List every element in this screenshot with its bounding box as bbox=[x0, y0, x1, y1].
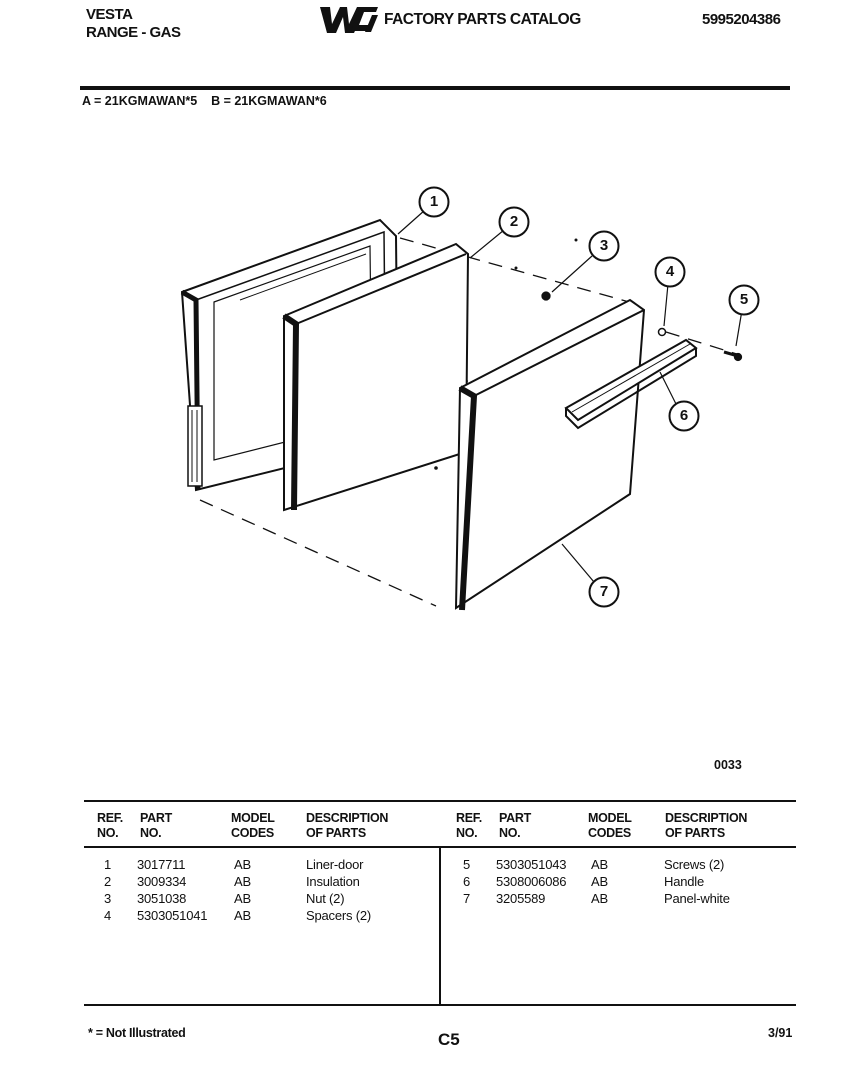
part-handle bbox=[564, 338, 698, 430]
table-top-rule bbox=[84, 800, 796, 802]
callout-4: 4 bbox=[654, 256, 686, 288]
right-col-ref: 5 6 7 bbox=[463, 857, 471, 906]
part-screw bbox=[723, 350, 743, 362]
left-col-part: 3017711 3009334 3051038 5303051041 bbox=[137, 857, 208, 923]
part-nut bbox=[541, 291, 551, 301]
header-rule bbox=[80, 86, 790, 90]
right-col-desc: Screws (2) Handle Panel-white bbox=[664, 857, 730, 906]
wci-logo bbox=[320, 7, 378, 33]
brand-name: VESTA bbox=[86, 6, 133, 23]
catalog-title: FACTORY PARTS CATALOG bbox=[384, 11, 581, 28]
table-row: 3 bbox=[104, 891, 112, 906]
left-col-code: AB AB AB AB bbox=[234, 857, 251, 923]
revision-date: 3/91 bbox=[768, 1026, 793, 1040]
left-col-ref: 1 2 3 4 bbox=[104, 856, 111, 924]
callout-3: 3 bbox=[588, 230, 620, 262]
part-insulation bbox=[282, 242, 470, 512]
product-category: RANGE - GAS bbox=[86, 24, 181, 41]
col-header-ref-right: REF.NO. bbox=[456, 811, 482, 840]
page-code: C5 bbox=[438, 1030, 460, 1049]
figure-code: 0033 bbox=[714, 758, 742, 772]
exploded-parts-diagram bbox=[180, 209, 743, 611]
table-row: 2 bbox=[104, 874, 112, 889]
catalog-number: 5995204386 bbox=[702, 11, 781, 28]
model-designations: A = 21KGMAWAN*5 B = 21KGMAWAN*6 bbox=[82, 94, 327, 108]
part-spacer bbox=[657, 327, 667, 337]
header-divider bbox=[84, 846, 796, 848]
col-header-ref: REF.NO. bbox=[97, 811, 123, 840]
table-row: 1 bbox=[104, 857, 112, 872]
part-panel-white bbox=[454, 298, 646, 611]
callout-2: 2 bbox=[498, 206, 530, 238]
table-bottom-rule bbox=[84, 1004, 796, 1006]
table-center-divider bbox=[439, 847, 441, 1005]
leader-lines bbox=[397, 209, 743, 583]
callout-5: 5 bbox=[728, 284, 760, 316]
callout-1: 1 bbox=[418, 186, 450, 218]
right-col-code: AB AB AB bbox=[591, 857, 608, 906]
callout-6: 6 bbox=[668, 400, 700, 432]
callout-7: 7 bbox=[588, 576, 620, 608]
not-illustrated-note: * = Not Illustrated bbox=[88, 1026, 186, 1040]
left-col-desc: Liner-door Insulation Nut (2) Spacers (2… bbox=[306, 857, 371, 923]
table-row: 4 bbox=[104, 908, 112, 923]
right-col-part: 5303051043 5308006086 3205589 bbox=[496, 857, 567, 906]
